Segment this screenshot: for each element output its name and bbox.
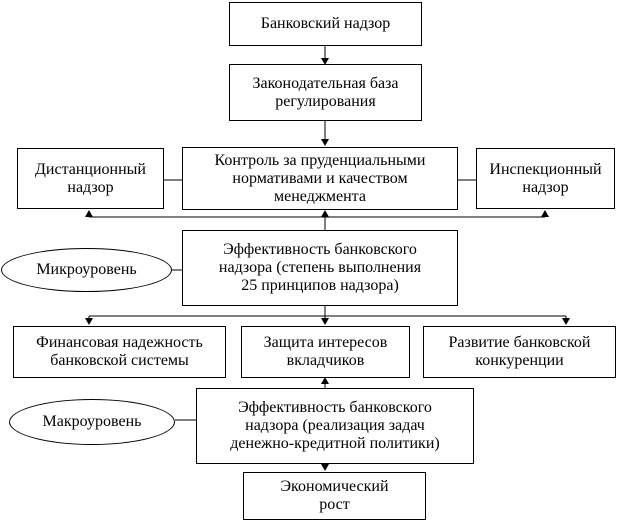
macro-level-ellipse: Макроуровень bbox=[9, 399, 175, 445]
prudential-control-label: Контроль за пруденциальными нормативами … bbox=[214, 151, 426, 205]
remote-supervision-label: Дистанционный надзор bbox=[35, 160, 146, 196]
micro-level-ellipse: Микроуровень bbox=[1, 248, 172, 292]
remote-supervision-box: Дистанционный надзор bbox=[17, 148, 164, 209]
bank-supervision-box: Банковский надзор bbox=[229, 2, 422, 46]
economic-growth-box: Экономический рост bbox=[243, 472, 426, 520]
depositor-protection-box: Защита интересов вкладчиков bbox=[241, 326, 410, 378]
macro-level-label: Макроуровень bbox=[42, 413, 142, 430]
bank-supervision-label: Банковский надзор bbox=[260, 15, 391, 32]
legal-base-box: Законодательная база регулирования bbox=[229, 64, 422, 121]
economic-growth-label: Экономический рост bbox=[280, 478, 389, 513]
inspection-supervision-box: Инспекционный надзор bbox=[476, 148, 615, 209]
prudential-control-box: Контроль за пруденциальными нормативами … bbox=[182, 147, 458, 210]
financial-reliability-box: Финансовая надежность банковской системы bbox=[13, 326, 226, 378]
efficiency-micro-label: Эффективность банковского надзора (степе… bbox=[218, 241, 422, 294]
financial-reliability-label: Финансовая надежность банковской системы bbox=[36, 334, 203, 369]
efficiency-micro-box: Эффективность банковского надзора (степе… bbox=[182, 230, 458, 306]
legal-base-label: Законодательная база регулирования bbox=[252, 74, 399, 110]
efficiency-macro-box: Эффективность банковского надзора (реали… bbox=[196, 388, 474, 464]
efficiency-macro-label: Эффективность банковского надзора (реали… bbox=[230, 399, 440, 452]
competition-development-box: Развитие банковской конкуренции bbox=[423, 326, 616, 378]
micro-level-label: Микроуровень bbox=[36, 261, 137, 278]
competition-development-label: Развитие банковской конкуренции bbox=[448, 334, 591, 369]
inspection-supervision-label: Инспекционный надзор bbox=[489, 160, 602, 196]
depositor-protection-label: Защита интересов вкладчиков bbox=[263, 334, 388, 369]
